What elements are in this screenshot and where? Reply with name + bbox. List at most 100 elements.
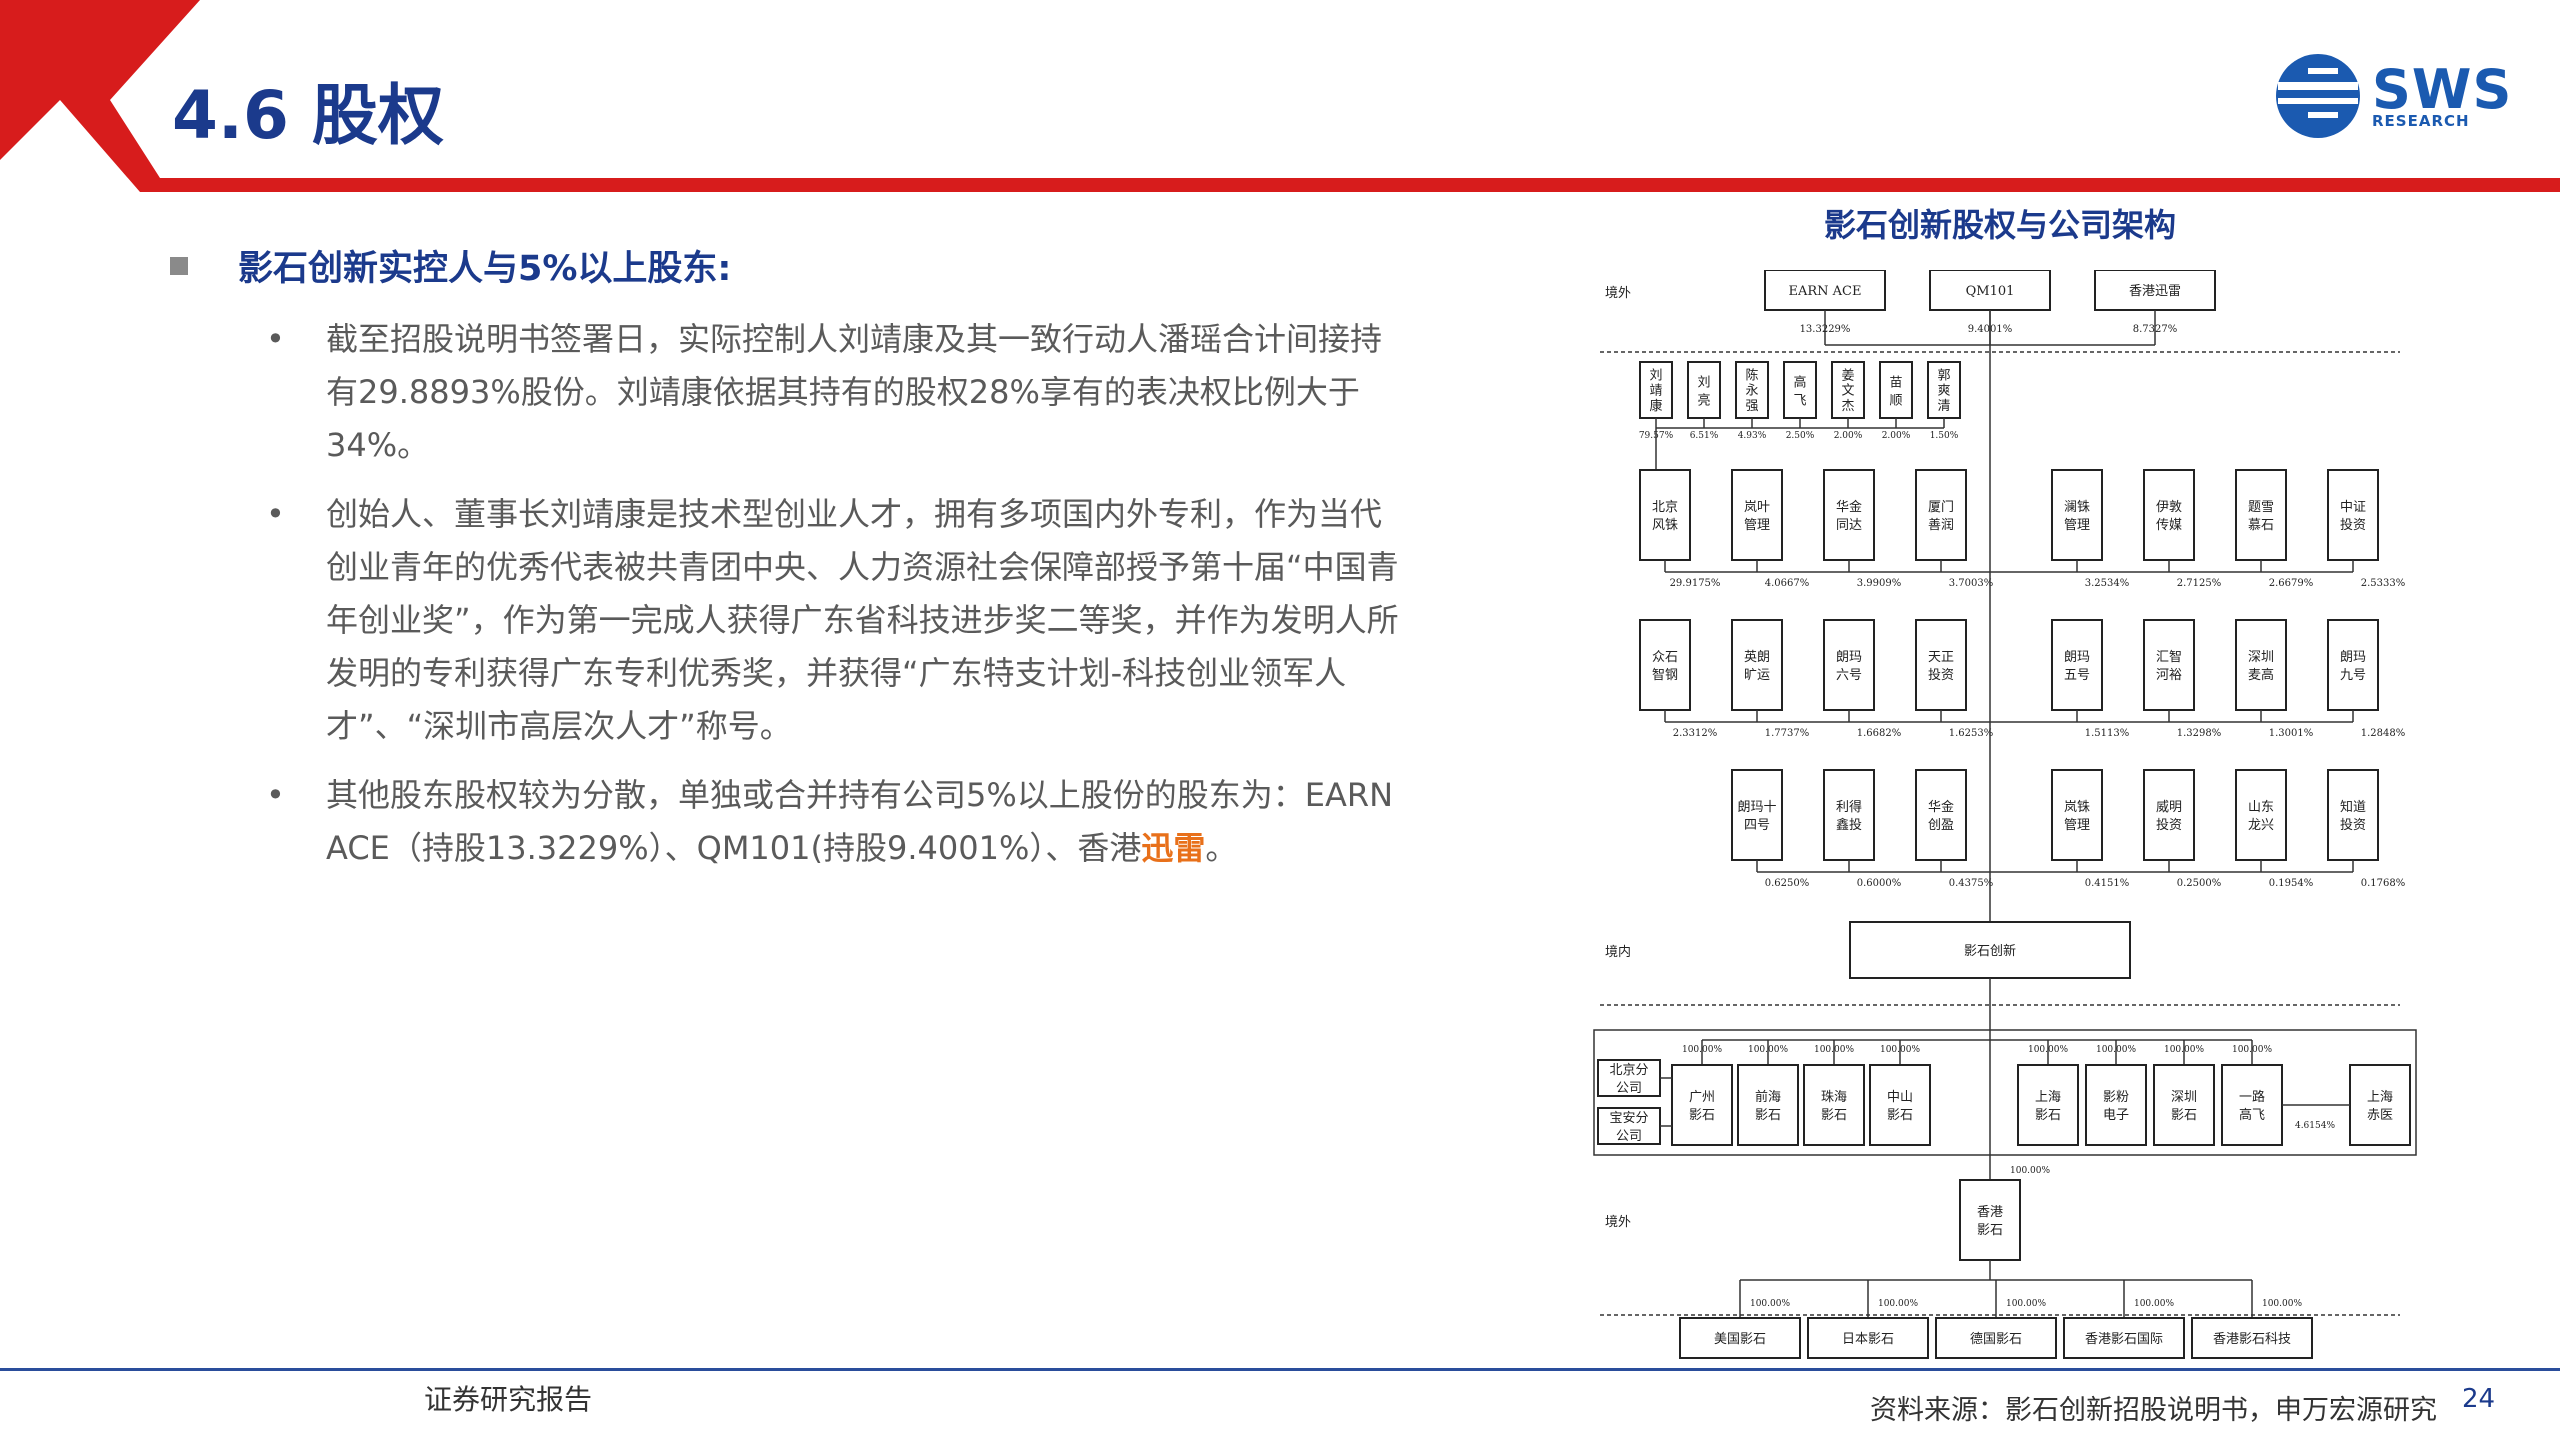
investor-box-label: 朗玛十: [1737, 800, 1776, 815]
individual-box: [1735, 361, 1769, 419]
investor-box-label: 龙兴: [2248, 818, 2274, 833]
branch-box-label: 宝安分: [1609, 1111, 1648, 1126]
logo-text: SWS: [2372, 58, 2513, 121]
investor-box-label: 伊敦: [2156, 499, 2182, 515]
individual-box-label: 强: [1745, 399, 1758, 414]
investor-box-label: 九号: [2340, 668, 2366, 683]
overseas-box: [1807, 1317, 1929, 1359]
subsidiary-box-label: 影粉: [2103, 1090, 2129, 1105]
individual-box-label: 高: [1793, 374, 1806, 390]
region-label-offshore: 境外: [1605, 1215, 1631, 1230]
subsidiary-pct: 100.00%: [1748, 1045, 1788, 1055]
individual-box-label: 顺: [1889, 393, 1902, 408]
investor-pct: 3.2534%: [2085, 578, 2130, 589]
branch-box: [1597, 1059, 1661, 1097]
investor-box-label: 管理: [2064, 818, 2090, 833]
affiliate-pct: 4.6154%: [2295, 1121, 2335, 1131]
highlight-text: 迅雷: [1141, 829, 1206, 867]
investor-pct: 0.4151%: [2085, 878, 2130, 889]
investor-pct: 0.1768%: [2361, 878, 2406, 889]
investor-box-label: 鑫投: [1836, 817, 1862, 833]
individual-box: [1783, 361, 1817, 419]
investor-box-label: 中证: [2340, 500, 2366, 515]
investor-box: [2235, 769, 2287, 861]
investor-box: [2235, 469, 2287, 561]
overseas-pct: 100.00%: [1878, 1299, 1918, 1309]
investor-box-label: 英朗: [1744, 650, 1770, 665]
investor-box-label: 投资: [2156, 817, 2182, 833]
region-label-offshore: 境外: [1605, 286, 1631, 301]
hk-sub-pct: 100.00%: [2010, 1166, 2050, 1176]
subsidiary-box-label: 影石: [2035, 1108, 2061, 1123]
investor-box-label: 岚铢: [2064, 799, 2090, 815]
hk-sub-box: [1959, 1179, 2021, 1261]
individual-pct: 1.50%: [1930, 431, 1959, 441]
subsidiary-box-label: 电子: [2103, 1108, 2129, 1123]
investor-box-label: 众石: [1652, 650, 1678, 665]
bullet-dot-icon: •: [266, 320, 285, 358]
individual-pct: 4.93%: [1738, 431, 1767, 441]
subsidiary-box: [2017, 1064, 2079, 1146]
investor-box: [1823, 619, 1875, 711]
subsidiary-pct: 100.00%: [2232, 1045, 2272, 1055]
investor-box: [1731, 769, 1783, 861]
subsidiary-box: [2221, 1064, 2283, 1146]
investor-box-label: 投资: [1928, 667, 1954, 683]
investor-pct: 0.6250%: [1765, 878, 1810, 889]
region-label-onshore: 境内: [1605, 944, 1631, 960]
investor-pct: 0.2500%: [2177, 878, 2222, 889]
section-heading-text: 影石创新实控人与5%以上股东:: [238, 249, 732, 289]
individual-box-label: 郭: [1937, 367, 1950, 383]
investor-box: [2143, 469, 2195, 561]
investor-pct: 1.3298%: [2177, 728, 2222, 739]
bullet-text: 截至招股说明书签署日，实际控制人刘靖康及其一致行动人潘瑶合计间接持有29.889…: [326, 320, 1383, 464]
investor-box-label: 威明: [2156, 800, 2182, 815]
bullet-text: 创始人、董事长刘靖康是技术型创业人才，拥有多项国内外专利，作为当代创业青年的优秀…: [326, 495, 1399, 745]
individual-box: [1879, 361, 1913, 419]
bullet-dot-icon: •: [266, 495, 285, 533]
branch-box-label: 公司: [1616, 1129, 1642, 1144]
investor-box-label: 智钢: [1652, 668, 1678, 683]
investor-box: [2051, 469, 2103, 561]
subsidiary-box-label: 上海: [2035, 1090, 2061, 1105]
logo-subtext: RESEARCH: [2372, 112, 2470, 130]
individual-box-label: 亮: [1697, 392, 1710, 408]
investor-pct: 0.1954%: [2269, 878, 2314, 889]
footer-label: 证券研究报告: [424, 1383, 593, 1416]
subsidiary-box-label: 广州: [1689, 1090, 1715, 1105]
investor-box: [2327, 619, 2379, 711]
investor-box: [1731, 619, 1783, 711]
top-shareholder-pct: 13.3229%: [1800, 324, 1851, 335]
bullet-text-end: 。: [1205, 829, 1238, 867]
investor-box-label: 山东: [2248, 800, 2274, 815]
investor-box: [2051, 769, 2103, 861]
list-item: • 创始人、董事长刘靖康是技术型创业人才，拥有多项国内外专利，作为当代创业青年的…: [170, 488, 1410, 753]
investor-box-label: 天正: [1928, 650, 1954, 665]
overseas-pct: 100.00%: [1750, 1299, 1790, 1309]
investor-box: [2235, 619, 2287, 711]
investor-box-label: 创盈: [1928, 818, 1954, 833]
investor-box-label: 麦高: [2248, 667, 2274, 683]
investor-box-label: 六号: [1836, 668, 1862, 683]
overseas-pct: 100.00%: [2134, 1299, 2174, 1309]
source-note: 资料来源：影石创新招股说明书，申万宏源研究: [1870, 1395, 2437, 1426]
page-title: 4.6 股权: [172, 77, 444, 154]
investor-box: [1915, 619, 1967, 711]
subsidiary-box: [2153, 1064, 2215, 1146]
subsidiary-box-label: 中山: [1887, 1090, 1913, 1105]
individual-box-label: 刘: [1649, 368, 1662, 383]
overseas-box-label: 香港影石国际: [2085, 1332, 2163, 1347]
investor-box: [2327, 469, 2379, 561]
top-shareholder-box: [2094, 270, 2216, 311]
subsidiary-box-label: 高飞: [2239, 1107, 2265, 1123]
investor-box-label: 五号: [2064, 668, 2090, 683]
investor-pct: 2.6679%: [2269, 578, 2314, 589]
investor-box: [2051, 619, 2103, 711]
investor-box-label: 利得: [1836, 799, 1862, 815]
investor-pct: 1.6682%: [1857, 728, 1902, 739]
investor-pct: 0.4375%: [1949, 878, 1994, 889]
investor-box-label: 汇智: [2156, 650, 2182, 665]
investor-pct: 2.5333%: [2361, 578, 2406, 589]
individual-box-label: 苗: [1889, 375, 1902, 390]
investor-box-label: 知道: [2340, 799, 2366, 815]
